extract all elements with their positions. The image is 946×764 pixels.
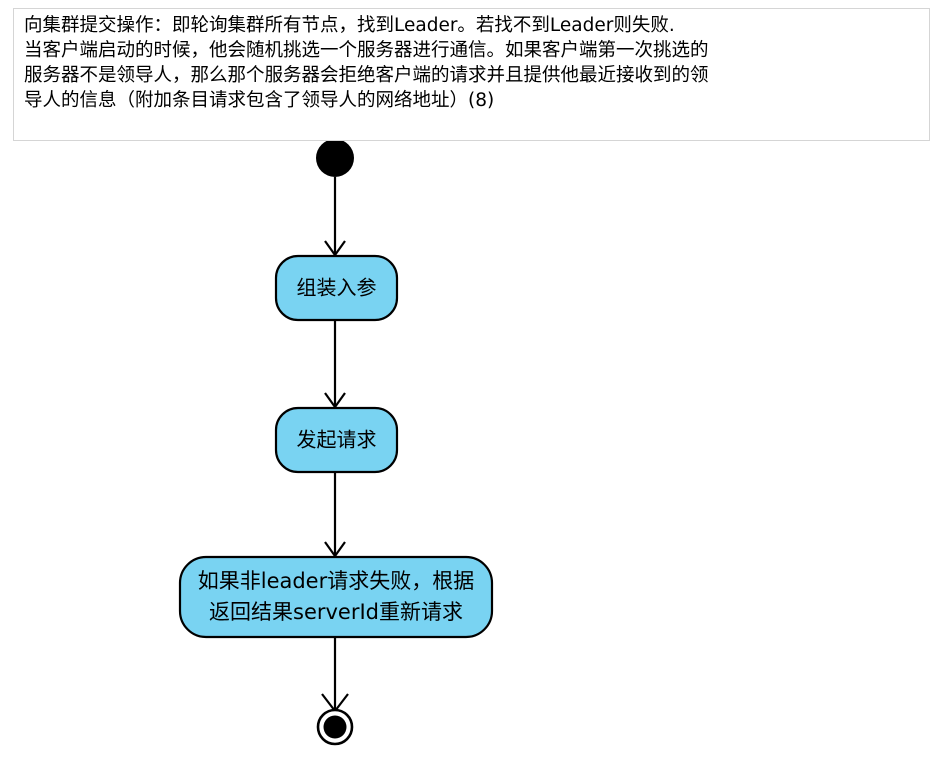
end-node — [316, 708, 354, 746]
start-node — [316, 141, 354, 177]
activity-node-2-shape — [274, 406, 399, 474]
activity-diagram-svg: 组装入参 发起请求 如果非leader请求失败，根据 返回结果serverId重… — [178, 141, 494, 746]
activity-node-2-label: 发起请求 — [297, 428, 377, 452]
activity-node-3-label-line-1: 如果非leader请求失败，根据 — [198, 569, 475, 593]
description-note: 向集群提交操作：即轮询集群所有节点，找到Leader。若找不到Leader则失败… — [13, 8, 930, 141]
activity-node-3-label-line-2: 返回结果serverId重新请求 — [209, 600, 463, 624]
note-line-3: 服务器不是领导人，那么那个服务器会拒绝客户端的请求并且提供他最近接收到的领 — [24, 65, 709, 86]
activity-node-1-label: 组装入参 — [297, 276, 377, 300]
note-line-1: 向集群提交操作：即轮询集群所有节点，找到Leader。若找不到Leader则失败… — [24, 15, 675, 36]
activity-diagram: 组装入参 发起请求 如果非leader请求失败，根据 返回结果serverId重… — [0, 141, 946, 764]
activity-node-3[interactable]: 如果非leader请求失败，根据 返回结果serverId重新请求 — [178, 555, 494, 639]
note-line-2: 当客户端启动的时候，他会随机挑选一个服务器进行通信。如果客户端第一次挑选的 — [24, 40, 709, 61]
note-line-4: 导人的信息（附加条目请求包含了领导人的网络地址）(8) — [24, 90, 495, 111]
activity-node-1-shape — [274, 254, 399, 322]
end-node-inner-disc — [323, 715, 347, 739]
activity-node-1[interactable]: 组装入参 — [274, 254, 399, 322]
activity-node-2[interactable]: 发起请求 — [274, 406, 399, 474]
